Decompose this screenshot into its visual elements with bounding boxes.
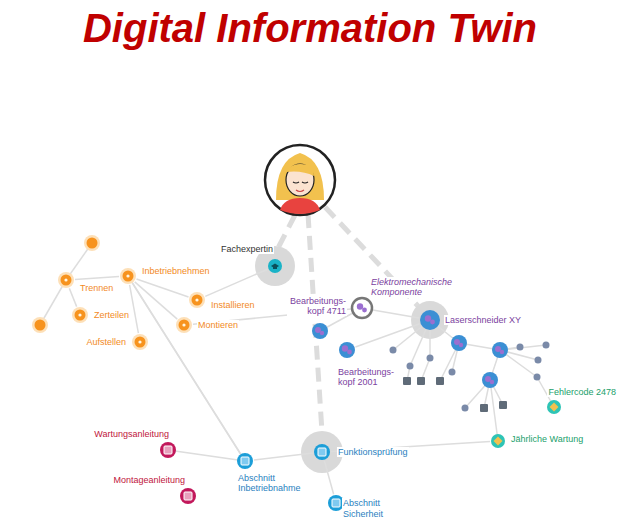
graph-node: Abschnitt Inbetriebnahme	[237, 453, 253, 469]
node-circle	[237, 453, 253, 469]
graph-node: Inbetriebnehmen	[120, 268, 136, 284]
graph-node: Laserschneider XY	[420, 310, 440, 330]
node-circle	[352, 298, 372, 318]
node-label: Aufstellen	[85, 337, 127, 347]
node-circle	[339, 342, 355, 358]
node-icon	[237, 453, 253, 469]
node-icon	[339, 342, 355, 358]
graph-node: Installieren	[189, 292, 205, 308]
relation-line	[373, 310, 419, 318]
relation-line	[130, 285, 139, 333]
node-label: Zerteilen	[93, 310, 130, 320]
person-relations	[277, 207, 418, 432]
node-icon	[180, 488, 196, 504]
graph-node: Fachexpertin	[268, 259, 282, 273]
node-label: Installieren	[210, 300, 256, 310]
node-label: Funktionsprüfung	[337, 447, 409, 457]
node-label: Inbetriebnehmen	[141, 266, 211, 276]
node-icon	[176, 317, 192, 333]
node-label: Montieren	[197, 320, 239, 330]
node-icon	[160, 442, 176, 458]
graph-node: Funktionsprüfung	[314, 444, 330, 460]
node-label: Bearbeitungs- kopf 2001	[337, 367, 397, 388]
graph-node: Montieren	[176, 317, 192, 333]
node-circle	[176, 317, 192, 333]
node-icon	[547, 400, 561, 414]
node-circle	[72, 307, 88, 323]
relation-line	[324, 461, 333, 495]
part-node	[390, 342, 550, 412]
node-circle	[420, 310, 440, 330]
component-node	[312, 323, 508, 388]
node-label: Wartungsanleitung	[93, 429, 170, 439]
relation-line	[135, 282, 177, 319]
node-icon	[72, 307, 88, 323]
node-icon	[120, 268, 136, 284]
relation-line	[205, 269, 267, 296]
node-icon	[352, 298, 372, 318]
relation-line	[355, 324, 419, 347]
node-circle	[547, 400, 561, 414]
type-label: Elektromechanische Komponente	[370, 277, 454, 298]
node-circle	[314, 444, 330, 460]
node-label: Fehlercode 2478	[547, 387, 617, 397]
node-icon	[58, 272, 74, 288]
document-part-node	[403, 377, 507, 412]
node-label: Trennen	[79, 283, 114, 293]
node-circle	[180, 488, 196, 504]
node-icon	[314, 444, 330, 460]
node-circle	[491, 434, 505, 448]
person-icon	[265, 145, 335, 215]
graph-node: Bearbeitungs- kopf 2001	[339, 342, 355, 358]
node-label: Abschnitt Sicherheit	[342, 498, 392, 519]
page-title: Digital Information Twin	[0, 6, 620, 51]
relation-line	[137, 279, 189, 297]
node-circle	[58, 272, 74, 288]
graph-node: Jährliche Wartung	[491, 434, 505, 448]
relation-line	[75, 277, 119, 280]
graph-node: Trennen	[58, 272, 74, 288]
node-label: Montageanleitung	[112, 475, 186, 485]
graph-node: Bearbeitungs- kopf 4711	[352, 298, 372, 318]
node-circle	[189, 292, 205, 308]
node-label: Fachexpertin	[220, 244, 274, 254]
graph-node: Wartungsanleitung	[160, 442, 176, 458]
node-circle	[132, 334, 148, 350]
node-circle	[268, 259, 282, 273]
node-circle	[160, 442, 176, 458]
node-label: Jährliche Wartung	[510, 434, 584, 444]
graph-node: Fehlercode 2478	[547, 400, 561, 414]
relation-line	[254, 453, 313, 460]
node-circle	[120, 268, 136, 284]
graph-node: Zerteilen	[72, 307, 88, 323]
relation-lines	[40, 243, 554, 461]
graph-node: Aufstellen	[132, 334, 148, 350]
node-icon	[491, 434, 505, 448]
node-icon	[132, 334, 148, 350]
graph-node: Montageanleitung	[180, 488, 196, 504]
node-label: Abschnitt Inbetriebnahme	[237, 473, 305, 494]
node-label: Laserschneider XY	[444, 315, 522, 325]
relation-line	[69, 288, 76, 306]
node-icon	[268, 259, 282, 273]
node-icon	[420, 310, 440, 330]
node-icon	[189, 292, 205, 308]
node-label: Bearbeitungs- kopf 4711	[287, 296, 347, 317]
graph-node: Abschnitt Sicherheit	[328, 495, 344, 511]
